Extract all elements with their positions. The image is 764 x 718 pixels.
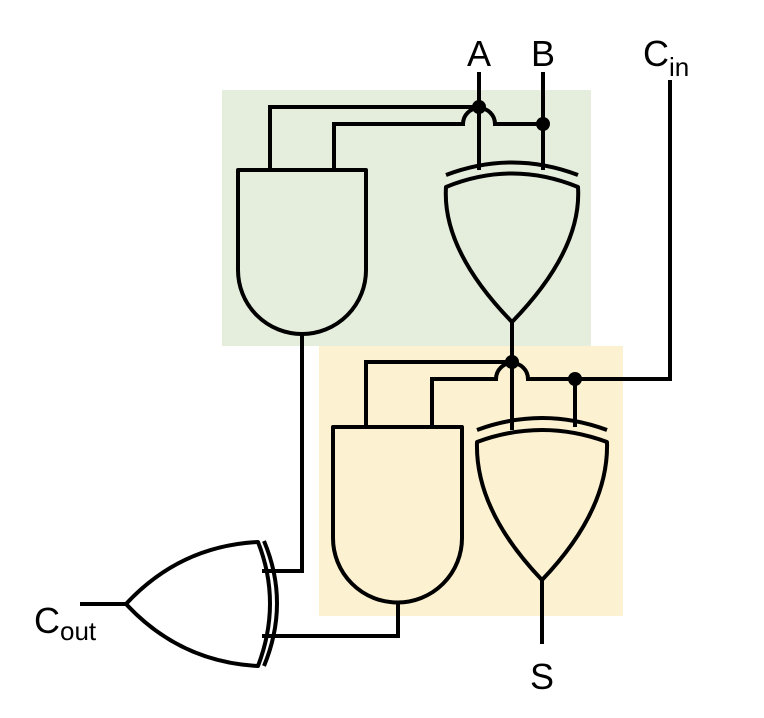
or-gate-extra-arc (262, 540, 279, 667)
wire-and1-to-or (262, 334, 304, 573)
wire-a-to-and1 (268, 105, 479, 170)
label-b: B (531, 33, 555, 74)
junction-xor1-out (505, 355, 519, 369)
and-gate-1 (236, 168, 368, 336)
xor-gate-1-extra-arc (445, 160, 579, 177)
wire-carry-in (573, 80, 672, 427)
wire-and2-to-or (262, 602, 400, 638)
or-gate (124, 540, 272, 668)
xor-gate-2 (474, 428, 610, 582)
junction-b (536, 117, 550, 131)
label-cin: Cin (643, 33, 689, 82)
junction-a (472, 100, 486, 114)
junction-cin (568, 372, 582, 386)
label-a: A (467, 33, 491, 74)
label-cout: Cout (34, 600, 97, 646)
xor-gate-1 (443, 171, 581, 324)
label-sum: S (530, 656, 554, 697)
xor-gate-2-extra-arc (476, 416, 608, 432)
and-gate-2 (331, 425, 464, 605)
wire-xor1-to-and2 (364, 360, 512, 427)
